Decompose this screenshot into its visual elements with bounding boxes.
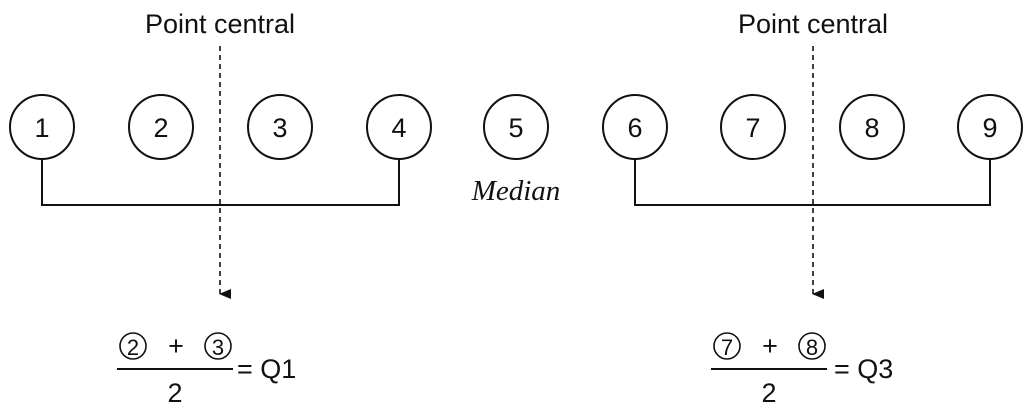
formula-q1: 2 + 3 2 = Q1 (117, 331, 296, 408)
value-label: 6 (627, 113, 642, 143)
value-label: 1 (34, 113, 49, 143)
formula-denominator: 2 (167, 378, 182, 408)
formula-result: = Q1 (237, 354, 296, 384)
value-circle-8: 8 (839, 94, 905, 160)
formula-term-b: 3 (212, 335, 224, 360)
value-circle-2: 2 (128, 94, 194, 160)
point-central-label-left: Point central (145, 9, 295, 39)
value-circle-4: 4 (366, 94, 432, 160)
formula-denominator: 2 (761, 378, 776, 408)
value-circle-3: 3 (247, 94, 313, 160)
value-label: 3 (272, 113, 287, 143)
formula-plus: + (168, 331, 184, 361)
value-label: 7 (745, 113, 760, 143)
formula-q3: 7 + 8 2 = Q3 (711, 331, 893, 408)
formula-term-b: 8 (806, 335, 818, 360)
value-circle-1: 1 (9, 94, 75, 160)
value-label: 4 (391, 113, 406, 143)
value-label: 5 (508, 113, 523, 143)
value-label: 9 (982, 113, 997, 143)
value-label: 2 (153, 113, 168, 143)
upper-half-bracket (634, 159, 991, 206)
lower-half-bracket (41, 159, 400, 206)
formula-term-a: 2 (127, 335, 139, 360)
point-central-label-right: Point central (738, 9, 888, 39)
median-label: Median (471, 175, 561, 207)
value-circle-9: 9 (957, 94, 1023, 160)
formula-result: = Q3 (834, 354, 893, 384)
value-circle-6: 6 (602, 94, 668, 160)
value-label: 8 (864, 113, 879, 143)
formula-term-a: 7 (721, 335, 733, 360)
value-circle-5: 5 (483, 94, 549, 160)
formula-plus: + (762, 331, 778, 361)
value-circle-7: 7 (720, 94, 786, 160)
